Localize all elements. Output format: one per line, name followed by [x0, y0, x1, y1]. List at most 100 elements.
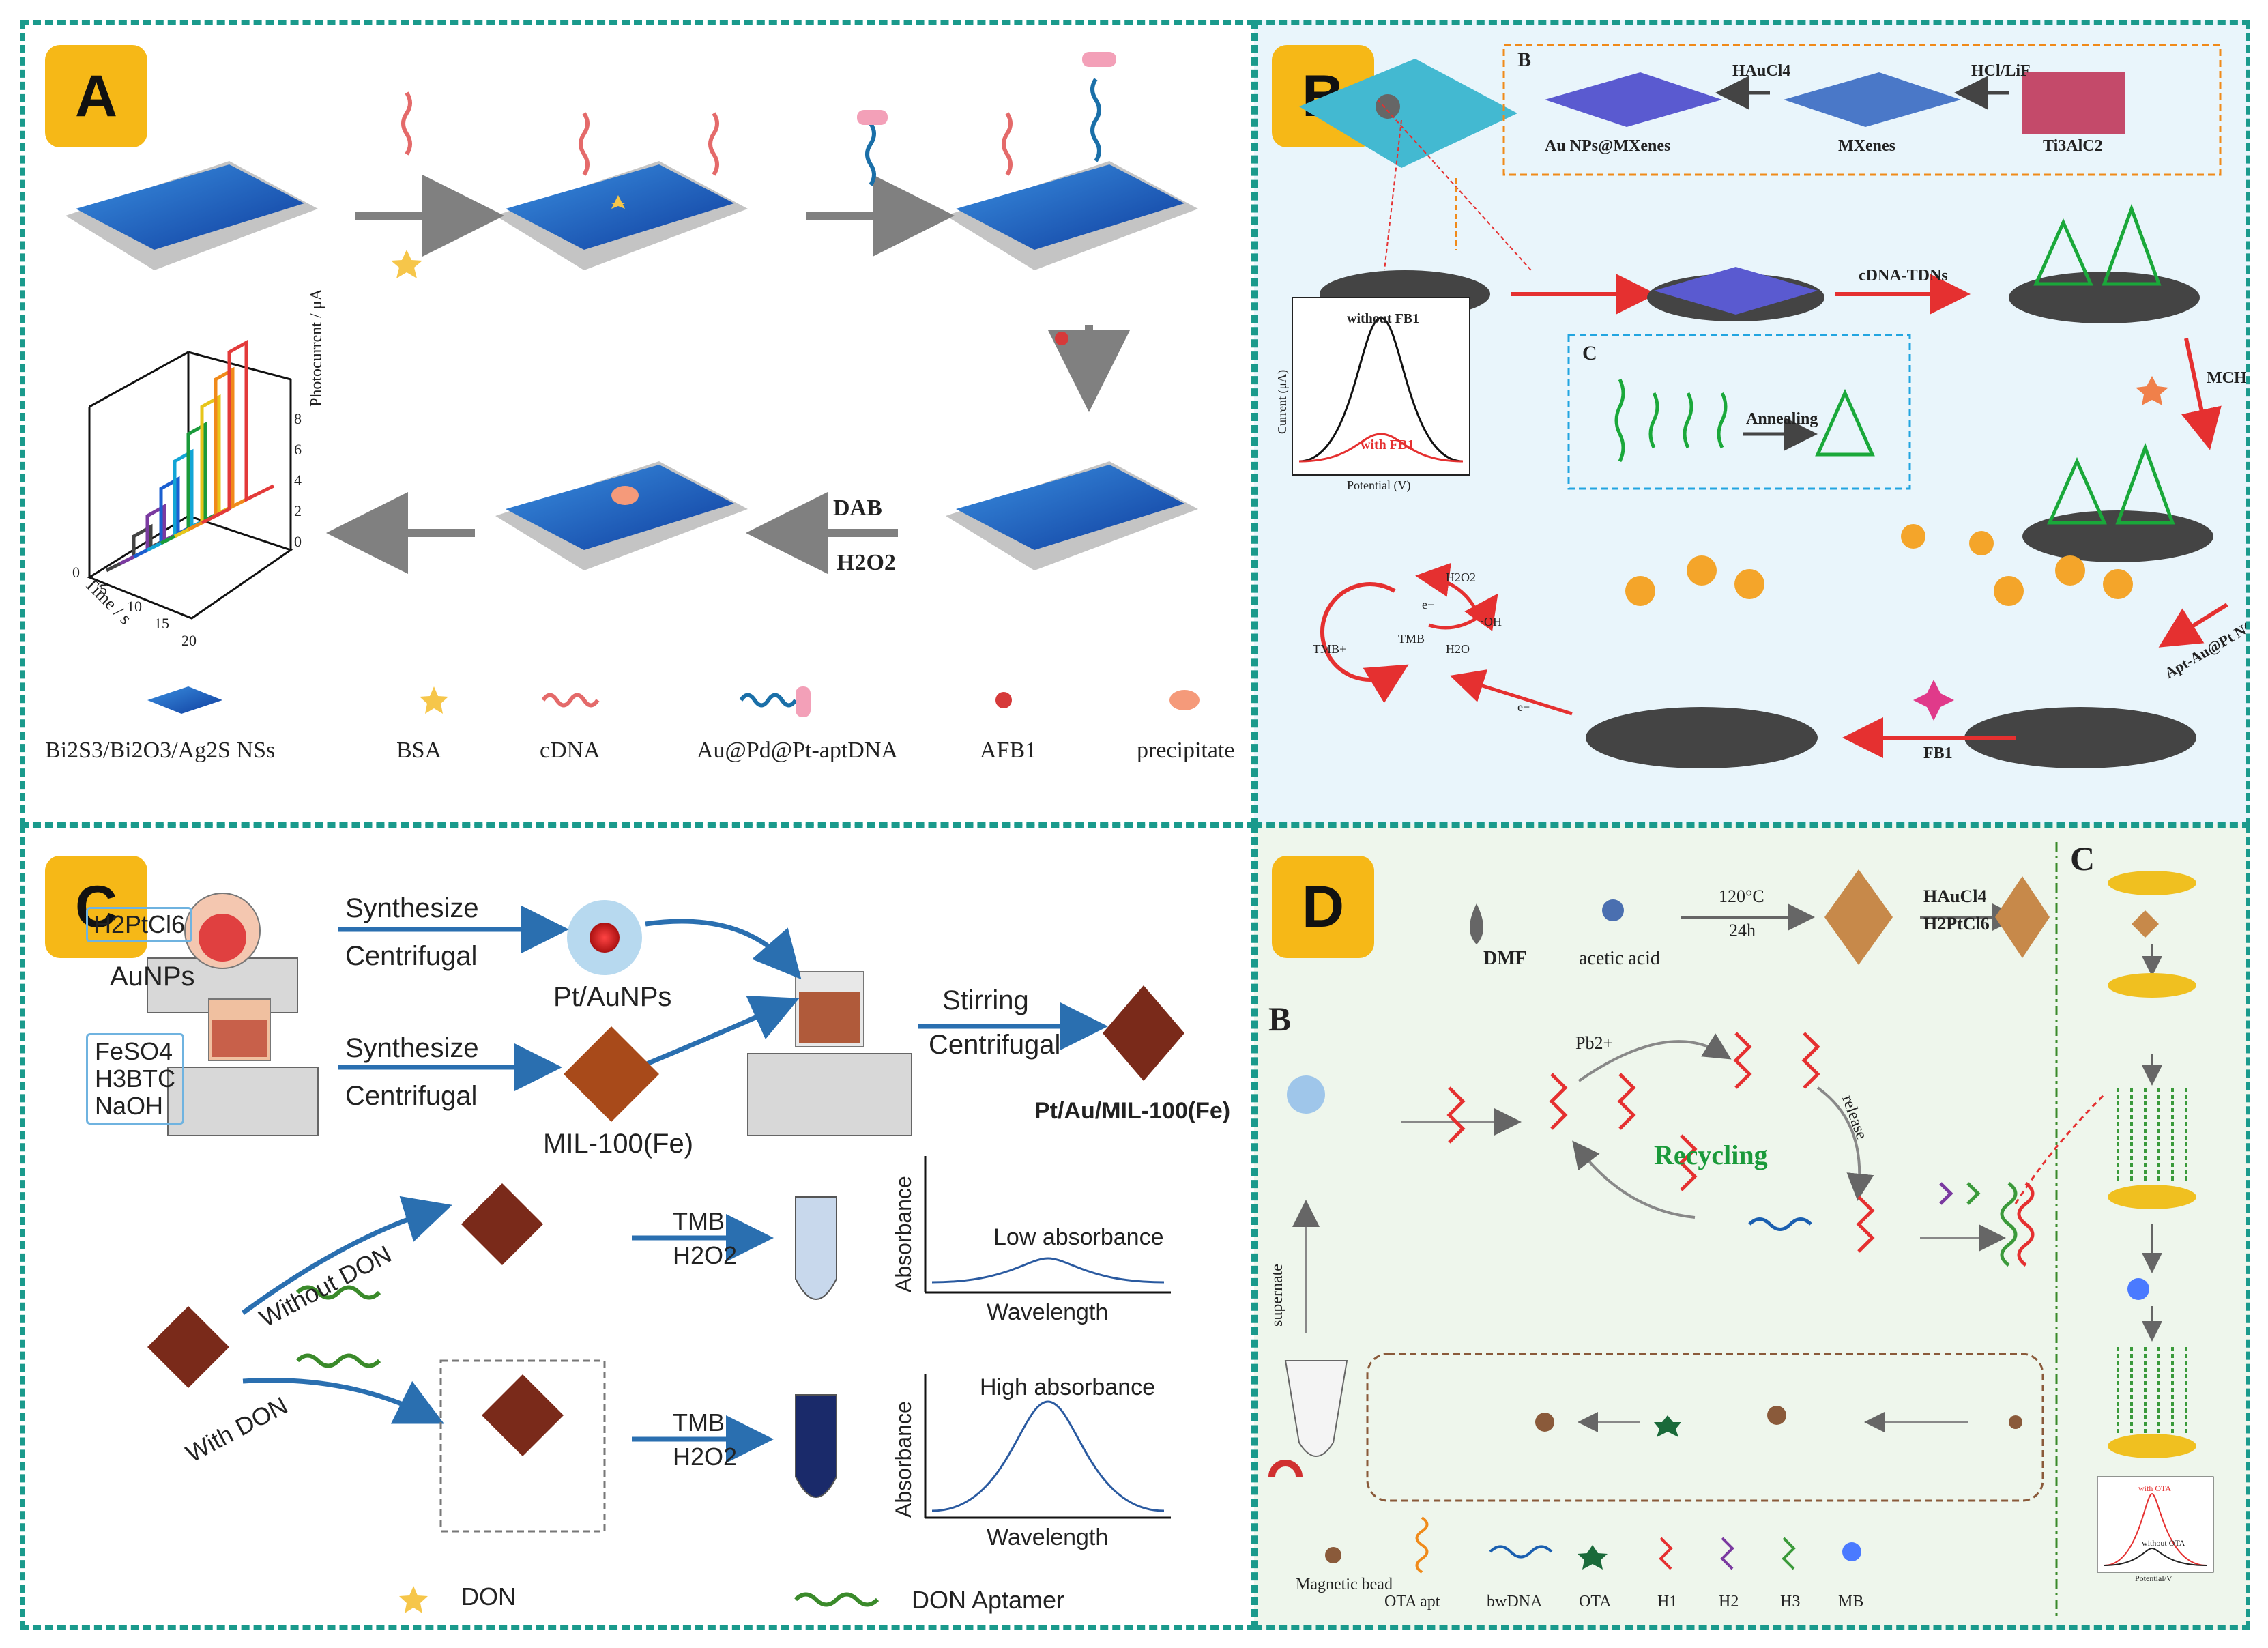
cdna-strand-icon	[401, 91, 412, 156]
sensor-surface-5	[495, 461, 748, 570]
h2o2-label-1: H2O2	[673, 1241, 738, 1269]
legend-cdna-label: cDNA	[540, 738, 600, 763]
dmf-drop-icon	[1470, 903, 1483, 944]
hotplate-1	[147, 893, 298, 1013]
panel-c-graphics	[147, 893, 1184, 1613]
fb1-step-label: FB1	[1923, 745, 1953, 762]
legend-aptdna-icon	[739, 693, 798, 708]
legend-afb1-label: AFB1	[980, 738, 1037, 763]
cycle-e-label-1: e−	[1422, 598, 1435, 611]
legend-precipitate-icon	[1169, 690, 1200, 710]
panel-d-graphics	[1268, 842, 2214, 1620]
dpv-graph	[1292, 297, 1470, 476]
h3btc-label: H3BTC	[95, 1065, 176, 1093]
aptdna-strand-icon	[865, 122, 876, 186]
chart-x-tick-20: 20	[181, 632, 197, 649]
without-don-product-icon	[461, 1183, 543, 1265]
legend-ota-apt-label: OTA apt	[1384, 1593, 1440, 1610]
temp-label: 120°C	[1719, 886, 1764, 906]
panel-d: D	[1254, 824, 2250, 1630]
cdna-tdns-label: cDNA-TDNs	[1859, 267, 1948, 285]
mini-with-ota-label: with OTA	[2138, 1484, 2172, 1493]
au-mxenes-icon	[1545, 72, 1722, 127]
panel-a: A	[20, 20, 1255, 826]
fb1-electrode	[1586, 707, 1818, 768]
legend-don-label: DON	[461, 1582, 516, 1610]
legend-ota-label: OTA	[1579, 1593, 1612, 1610]
sub-label-c: C	[2070, 839, 2095, 878]
photocurrent-traces	[105, 339, 275, 573]
haucl4-label-d: HAuCl4	[1923, 886, 1987, 906]
acetic-acid-icon	[1602, 899, 1624, 921]
right-electrode-4	[2108, 1434, 2196, 1458]
apt-electrode	[1964, 707, 2196, 768]
absorbance-graph-high	[924, 1374, 1171, 1519]
tube-high-icon	[795, 1394, 837, 1498]
inset-c-label: C	[1582, 342, 1597, 364]
recycling-label: Recycling	[1654, 1140, 1768, 1170]
probe-octahedron-icon	[147, 1306, 229, 1388]
with-fb1-label: with FB1	[1361, 437, 1414, 452]
centrifugal-label-2: Centrifugal	[345, 1081, 478, 1111]
right-electrode-3	[2108, 1185, 2196, 1209]
h2ptcl6-label: H2PtCl6	[86, 907, 193, 942]
inset-b-label: B	[1517, 48, 1532, 71]
legend-ns-label: Bi2S3/Bi2O3/Ag2S NSs	[45, 738, 276, 763]
legend-h1-label: H1	[1657, 1593, 1678, 1610]
legend-h3-label: H3	[1780, 1593, 1801, 1610]
current-axis-label: Current (μA)	[1275, 369, 1289, 434]
absorbance-axis-label-1: Absorbance	[891, 1176, 916, 1292]
legend-aptamer-icon	[794, 1592, 879, 1607]
bead-assembly-box	[1366, 1353, 2044, 1502]
wavelength-label-2: Wavelength	[987, 1524, 1109, 1550]
supernate-label: supernate	[1268, 1264, 1286, 1327]
chart-x-tick-5: 5	[100, 581, 107, 598]
legend-bwdna-icon	[1489, 1545, 1553, 1559]
tmb-label-2: TMB	[673, 1408, 725, 1436]
ti3alc2-label: Ti3AlC2	[2043, 137, 2103, 155]
legend-ota-icon	[1578, 1545, 1608, 1570]
legend-h2-icon	[1720, 1537, 1734, 1570]
with-don-box	[439, 1359, 606, 1533]
right-electrode-1	[2108, 871, 2196, 895]
legend-mb-label: MB	[1838, 1593, 1864, 1610]
pb-ion-label: Pb2+	[1575, 1033, 1614, 1053]
legend-aptamer-label: DON Aptamer	[912, 1586, 1065, 1614]
fb1-icon	[1913, 680, 1954, 721]
legend-aptdna-label: Au@Pd@Pt-aptDNA	[697, 738, 898, 763]
mil-100-icon	[564, 1026, 659, 1122]
panel-b: B	[1254, 20, 2250, 826]
supernate-drop-icon	[1287, 1075, 1325, 1114]
afb1-icon	[1055, 332, 1068, 345]
chart-y-tick-8: 8	[294, 410, 302, 427]
naoh-label: NaOH	[95, 1092, 164, 1120]
mof-octahedron-icon	[1824, 869, 1893, 965]
h2o2-label-2: H2O2	[673, 1443, 738, 1471]
absorbance-graph-low	[924, 1156, 1171, 1294]
tmb-label-1: TMB	[673, 1207, 725, 1235]
mini-x-axis-label: Potential/V	[2135, 1574, 2172, 1583]
pt-au-mil-icon	[1103, 985, 1184, 1081]
synthesize-label-2: Synthesize	[345, 1033, 479, 1063]
sub-label-b: B	[1268, 1000, 1292, 1038]
sensor-surface-1	[66, 161, 318, 270]
right-electrode-2	[2108, 973, 2196, 998]
inset-b-box	[1502, 44, 2222, 176]
mil-100-label: MIL-100(Fe)	[543, 1129, 694, 1159]
synthesize-label-1: Synthesize	[345, 893, 479, 923]
electrode-chip-icon	[1299, 59, 1517, 168]
mch-star-icon	[2136, 376, 2168, 405]
mini-without-ota-label: without OTA	[2142, 1538, 2185, 1548]
sensor-surface-3	[946, 52, 1198, 270]
cycle-tmb-ox-label: TMB+	[1313, 642, 1347, 656]
pt-au-mil-label: Pt/Au/MIL-100(Fe)	[1034, 1098, 1231, 1124]
chart-y-tick-2: 2	[294, 502, 302, 519]
legend-h3-icon	[1782, 1537, 1796, 1570]
potential-axis-label: Potential (V)	[1347, 478, 1411, 492]
centrifugal-label-1: Centrifugal	[345, 941, 478, 971]
legend-ota-apt-icon	[1415, 1516, 1429, 1574]
legend-mb-icon	[1842, 1542, 1861, 1561]
hcl-lif-label: HCl/LiF	[1971, 62, 2031, 80]
magnet-icon	[1268, 1460, 1303, 1477]
cycle-h2o-label: H2O	[1446, 642, 1470, 656]
